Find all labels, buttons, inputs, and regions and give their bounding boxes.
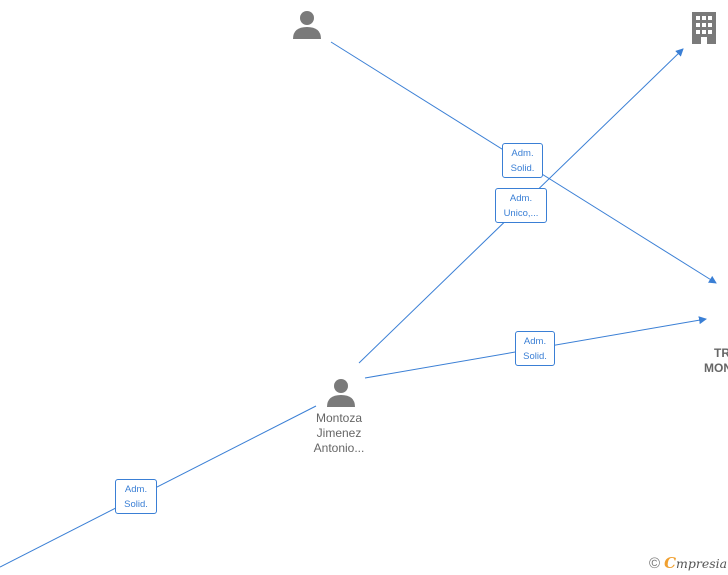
edge-bottom-left-to-person-center — [0, 405, 317, 568]
edge-label-top-right[interactable]: Adm. Solid. — [502, 143, 543, 178]
edge-label-center-to-top[interactable]: Adm. Unico,... — [495, 188, 547, 223]
company-right-name[interactable]: TR MON — [704, 346, 728, 375]
building-icon[interactable] — [690, 12, 718, 44]
brand-logo: Cmpresia — [664, 553, 728, 572]
edge-label-center-to-right[interactable]: Adm. Solid. — [515, 331, 555, 366]
copyright-icon: © — [649, 554, 661, 572]
person-icon[interactable] — [326, 377, 356, 407]
brand-watermark: © Cmpresia — [649, 553, 727, 573]
person-icon[interactable] — [292, 9, 322, 39]
person-center-name[interactable]: Montoza Jimenez Antonio... — [313, 411, 365, 455]
edge-label-bottom-left[interactable]: Adm. Solid. — [115, 479, 157, 514]
